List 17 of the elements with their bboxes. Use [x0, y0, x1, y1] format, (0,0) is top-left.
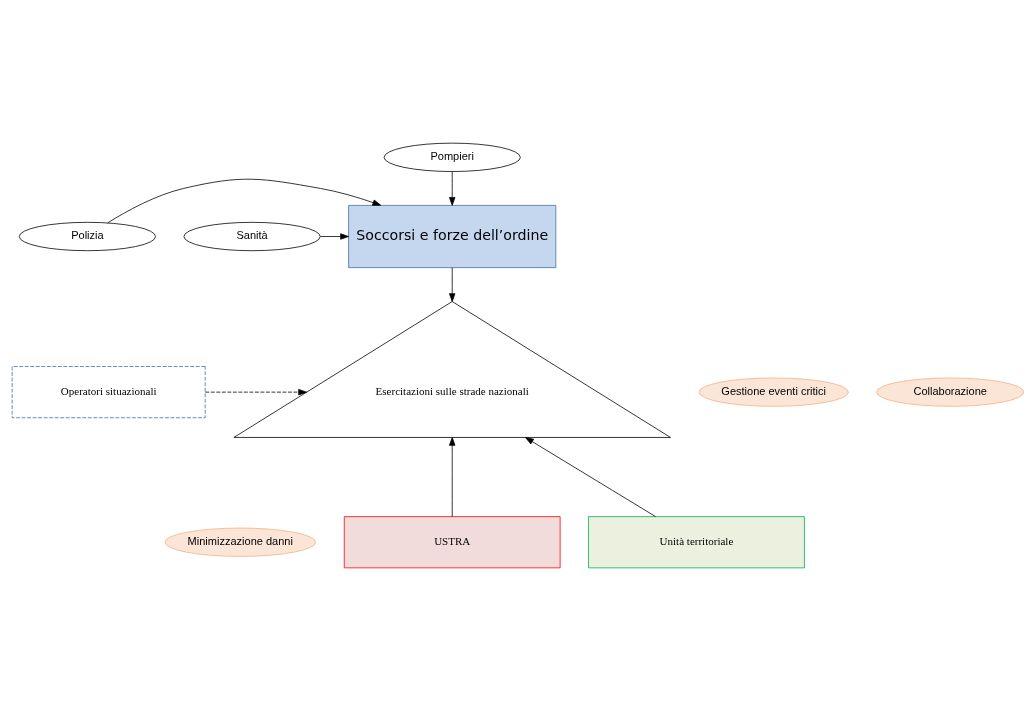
arrow [107, 178, 382, 224]
node-box: Soccorsi e forze dell’ordine [348, 205, 557, 269]
arrow [204, 389, 307, 396]
arrow [449, 267, 456, 302]
node-ellipse: Sanità [183, 221, 321, 252]
arrow [320, 233, 349, 240]
arrow [449, 171, 456, 206]
node-box: Operatori situazionali [11, 366, 206, 419]
node-ellipse: Gestione eventi critici [698, 377, 849, 407]
node-ellipse: Collaborazione [876, 377, 1025, 407]
node-box: USTRA [343, 516, 561, 569]
node-box: Unità territoriale [588, 516, 805, 569]
node-ellipse: Polizia [18, 221, 156, 252]
node-ellipse: Minimizzazione danni [164, 527, 316, 557]
arrow [449, 437, 456, 517]
arrow [525, 437, 656, 517]
node-ellipse: Pompieri [383, 142, 521, 172]
